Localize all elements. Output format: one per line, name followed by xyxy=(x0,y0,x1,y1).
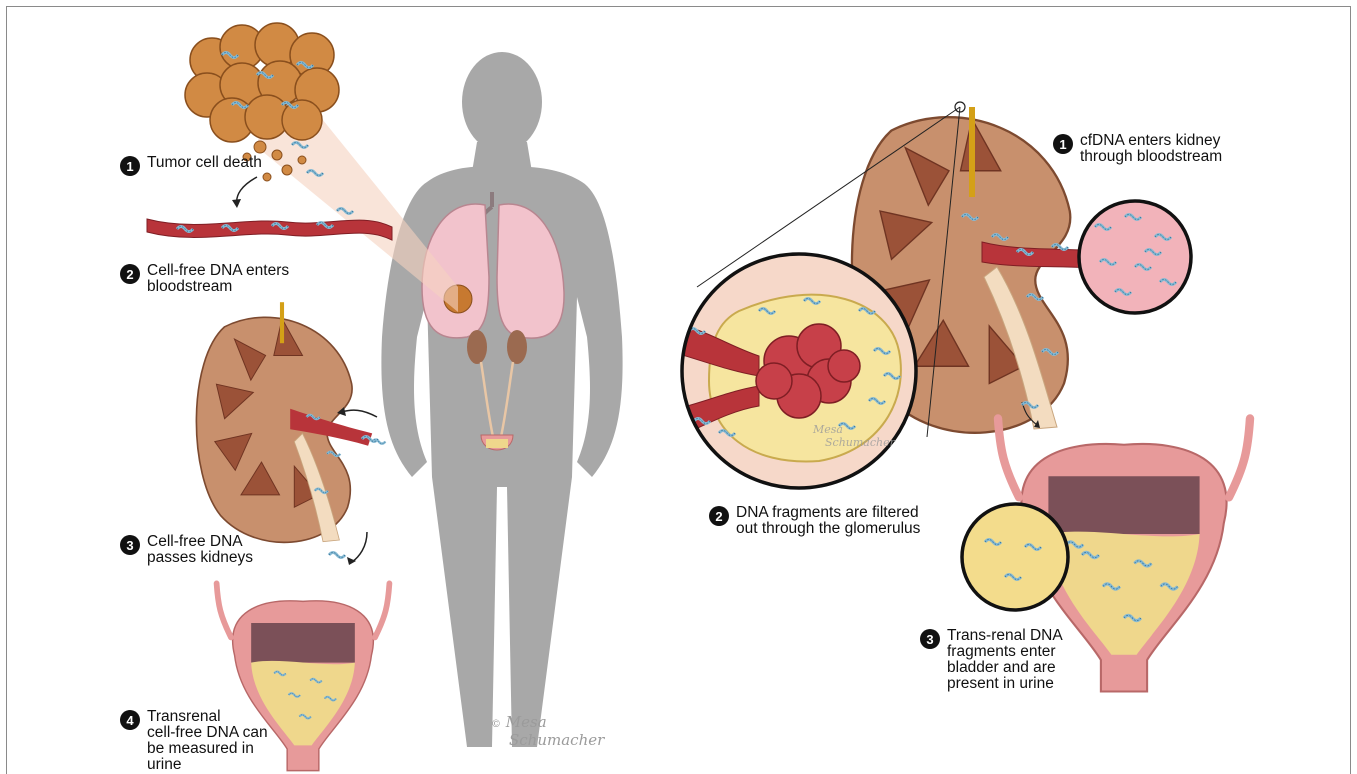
step-number-badge: 4 xyxy=(120,710,140,730)
human-silhouette xyxy=(381,52,622,747)
illustration-frame: 1 Tumor cell death 2 Cell-free DNA enter… xyxy=(6,6,1351,774)
step-number-badge: 3 xyxy=(920,629,940,649)
step-right-3: 3 Trans-renal DNA fragments enter bladde… xyxy=(920,628,1063,692)
step-left-1: 1 Tumor cell death xyxy=(120,155,262,176)
bloodstream-magnifier xyxy=(1079,201,1191,313)
artist-signature: © Mesa Schumacher xyxy=(491,713,604,749)
step-right-2: 2 DNA fragments are filtered out through… xyxy=(709,505,920,537)
step-right-1: 1 cfDNA enters kidney through bloodstrea… xyxy=(1053,133,1222,165)
step-text: Cell-free DNA passes kidneys xyxy=(147,534,253,566)
artist-signature-glomerulus: Mesa Schumacher xyxy=(813,423,895,449)
step-number-badge: 1 xyxy=(120,156,140,176)
step-number-badge: 3 xyxy=(120,535,140,555)
step-text: Cell-free DNA enters bloodstream xyxy=(147,263,289,295)
signature-last: Schumacher xyxy=(825,436,895,449)
urine-magnifier xyxy=(962,504,1068,610)
step-text: cfDNA enters kidney through bloodstream xyxy=(1080,133,1222,165)
signature-first: Mesa xyxy=(813,423,843,436)
step-text: Trans-renal DNA fragments enter bladder … xyxy=(947,628,1063,692)
signature-last: Schumacher xyxy=(509,731,604,749)
step-number-badge: 2 xyxy=(709,506,729,526)
step-text: Tumor cell death xyxy=(147,155,262,171)
step-number-badge: 2 xyxy=(120,264,140,284)
kidney-left xyxy=(196,302,385,542)
step-text: Transrenal cell-free DNA can be measured… xyxy=(147,709,268,773)
step-left-4: 4 Transrenal cell-free DNA can be measur… xyxy=(120,709,268,773)
step-left-3: 3 Cell-free DNA passes kidneys xyxy=(120,534,253,566)
cfdna-illustration xyxy=(7,7,1351,774)
step-text: DNA fragments are filtered out through t… xyxy=(736,505,920,537)
copyright-symbol: © xyxy=(491,719,501,730)
step-left-2: 2 Cell-free DNA enters bloodstream xyxy=(120,263,289,295)
step-number-badge: 1 xyxy=(1053,134,1073,154)
signature-first: Mesa xyxy=(506,713,547,731)
